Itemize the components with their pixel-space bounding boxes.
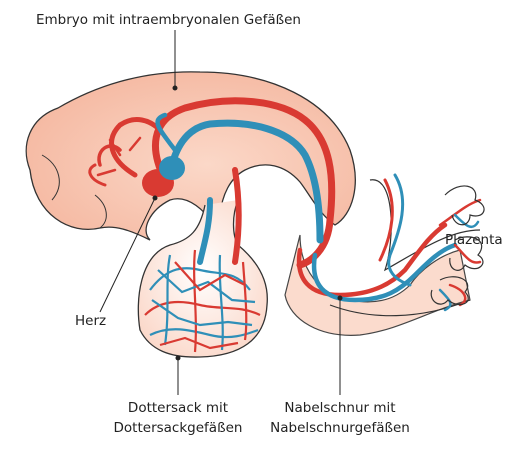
cord-label-line1: Nabelschnur mit	[272, 400, 408, 416]
heart-label: Herz	[75, 313, 106, 329]
cord-label-line2: Nabelschnurgefäßen	[258, 420, 422, 436]
yolk-sac-label-line1: Dottersack mit	[118, 400, 238, 416]
embryo-label: Embryo mit intraembryonalen Gefäßen	[36, 12, 301, 28]
placenta-label: Plazenta	[445, 232, 503, 248]
yolk-sac-label-line2: Dottersackgefäßen	[104, 420, 252, 436]
